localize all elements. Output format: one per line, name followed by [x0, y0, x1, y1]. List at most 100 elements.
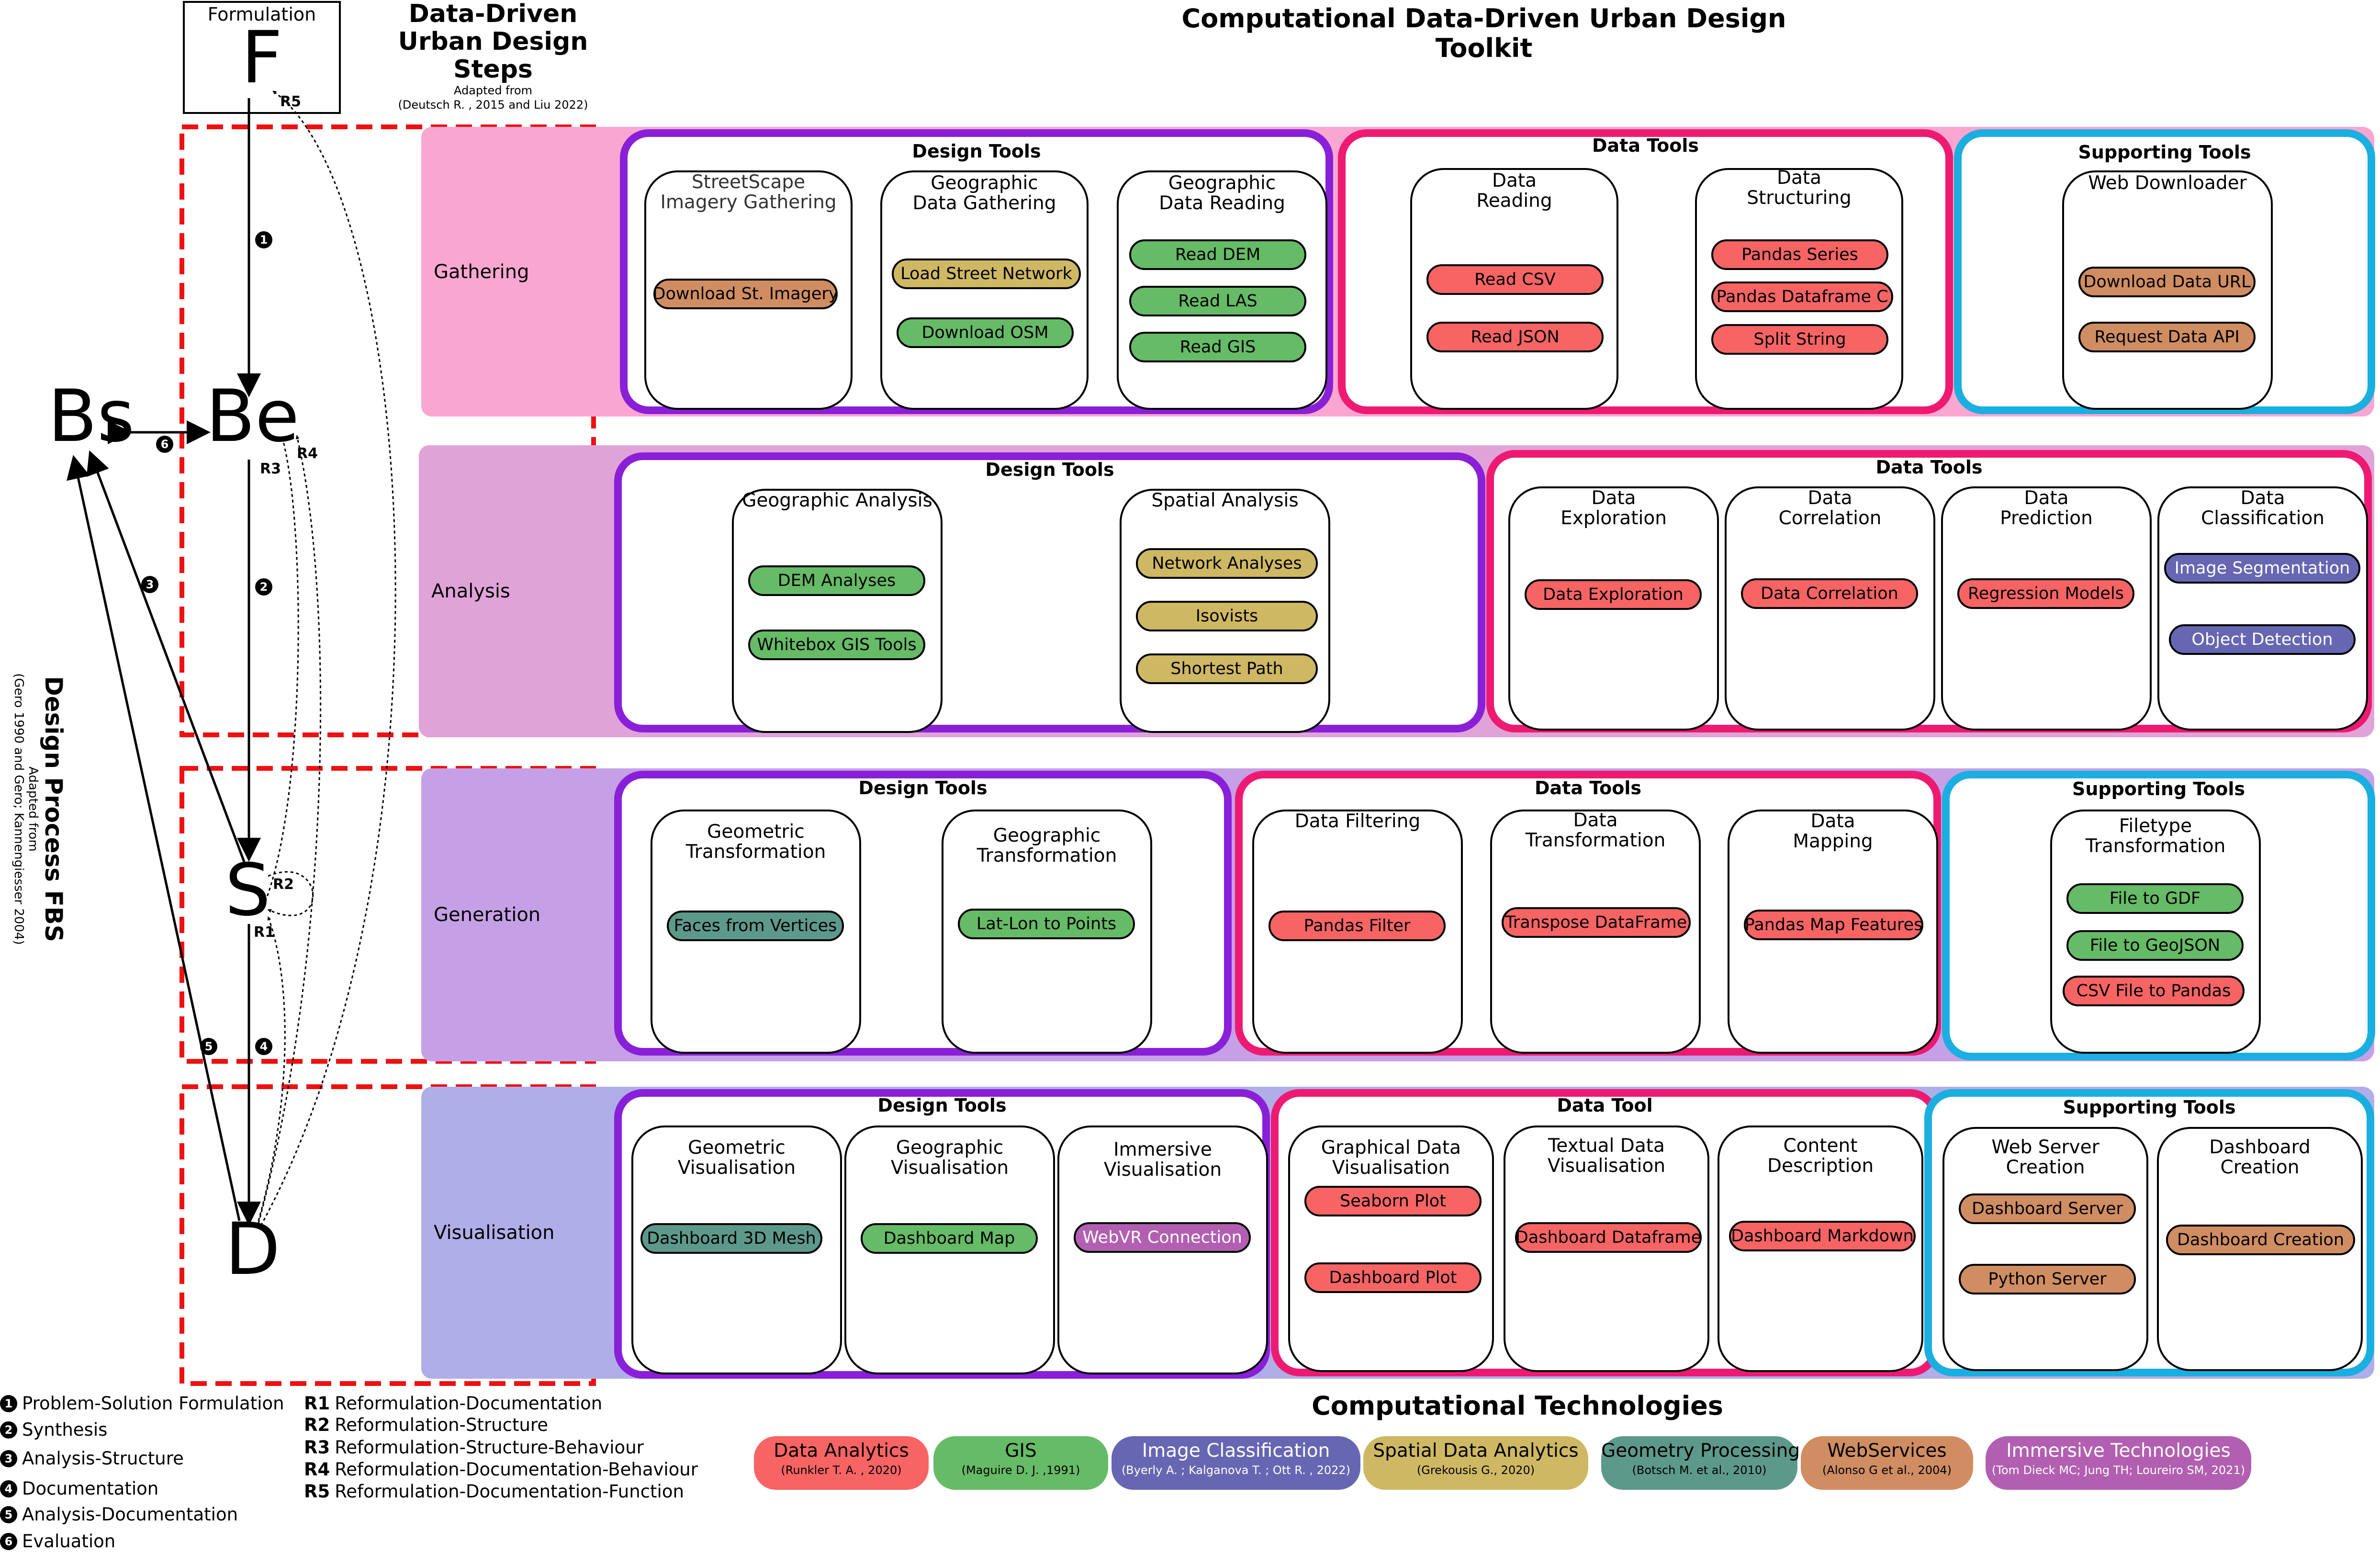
generation-label: Generation: [421, 768, 598, 1061]
card-title: Geographic Data Gathering: [912, 172, 1056, 214]
card-geographic-data-gathering: Geographic Data Gathering Load Street Ne…: [880, 170, 1089, 410]
tool-request-data-api[interactable]: Request Data API: [2078, 322, 2256, 352]
tech-name: Geometry Processing: [1601, 1440, 1800, 1462]
card-dashboard-creation: Dashboard Creation Dashboard Creation: [2157, 1127, 2363, 1371]
tool-dashboard-markdown[interactable]: Dashboard Markdown: [1729, 1221, 1916, 1251]
tech-ref: (Runkler T. A. , 2020): [781, 1463, 902, 1477]
card-title: Textual Data Visualisation: [1547, 1135, 1666, 1177]
card-title: Data Correlation: [1778, 487, 1882, 529]
card-title: Geographic Visualisation: [890, 1137, 1009, 1179]
steps-title-line1: Data-Driven: [408, 0, 578, 28]
tool-dashboard-plot[interactable]: Dashboard Plot: [1304, 1262, 1482, 1293]
tool-read-json[interactable]: Read JSON: [1426, 322, 1604, 352]
tool-file-to-geojson[interactable]: File to GeoJSON: [2066, 930, 2244, 961]
analysis-design-title: Design Tools: [985, 459, 1114, 480]
node-be: Be: [206, 375, 300, 458]
tech-name: Immersive Technologies: [2006, 1440, 2231, 1462]
tool-download-osm[interactable]: Download OSM: [897, 317, 1074, 348]
legend-r3-text: Reformulation-Structure-Behaviour: [335, 1437, 644, 1458]
tool-pandas-filter[interactable]: Pandas Filter: [1269, 911, 1446, 941]
tool-data-exploration[interactable]: Data Exploration: [1525, 579, 1702, 610]
card-data-transformation: Data Transformation Transpose DataFrame: [1490, 810, 1701, 1054]
tool-dashboard-3d-mesh[interactable]: Dashboard 3D Mesh: [640, 1223, 822, 1254]
num-3-badge: 3: [141, 576, 158, 593]
tool-dashboard-map[interactable]: Dashboard Map: [861, 1223, 1038, 1254]
tool-split-string[interactable]: Split String: [1711, 324, 1888, 355]
gathering-support-title: Supporting Tools: [2078, 142, 2251, 163]
formulation-box: Formulation F: [183, 1, 341, 114]
legend-num-6: 6: [0, 1532, 17, 1550]
card-geographic-analysis: Geographic Analysis DEM Analyses Whitebo…: [732, 489, 943, 733]
tool-image-segmentation[interactable]: Image Segmentation: [2164, 553, 2360, 584]
legend-text-4: Documentation: [22, 1478, 159, 1499]
tool-python-server[interactable]: Python Server: [1959, 1264, 2136, 1294]
tool-download-data-url[interactable]: Download Data URL: [2078, 267, 2256, 297]
tool-lat-lon-to-points[interactable]: Lat-Lon to Points: [958, 909, 1135, 939]
steps-adapted: Adapted from: [453, 84, 533, 97]
tool-read-las[interactable]: Read LAS: [1129, 286, 1306, 316]
tool-whitebox-gis[interactable]: Whitebox GIS Tools: [748, 630, 925, 660]
generation-support-title: Supporting Tools: [2072, 778, 2245, 799]
legend-r4-code: R4: [304, 1459, 330, 1480]
tool-pandas-dataframe[interactable]: Pandas Dataframe C: [1711, 281, 1893, 312]
analysis-design-tools: Design Tools Geographic Analysis DEM Ana…: [614, 452, 1485, 733]
tech-ref: (Alonso G et al., 2004): [1822, 1463, 1952, 1477]
generation-design-tools: Design Tools Geometric Transformation Fa…: [614, 771, 1232, 1056]
tool-faces-from-vertices[interactable]: Faces from Vertices: [667, 911, 844, 941]
tool-object-detection[interactable]: Object Detection: [2169, 624, 2356, 655]
legend-item-4: 4 Documentation: [0, 1478, 158, 1499]
card-title: Web Downloader: [2088, 172, 2247, 194]
num-6-badge: 6: [156, 436, 173, 453]
tool-dashboard-server[interactable]: Dashboard Server: [1959, 1193, 2136, 1224]
legend-text-3: Analysis-Structure: [22, 1448, 184, 1469]
tool-data-correlation[interactable]: Data Correlation: [1741, 578, 1918, 609]
tool-read-gis[interactable]: Read GIS: [1129, 332, 1306, 362]
tool-regression-models[interactable]: Regression Models: [1957, 578, 2134, 609]
r5-label: R5: [280, 93, 301, 110]
tool-read-dem[interactable]: Read DEM: [1129, 239, 1306, 270]
tech-ref: (Byerly A. ; Kalganova T. ; Ott R. , 202…: [1121, 1463, 1351, 1477]
generation-supporting-tools: Supporting Tools Filetype Transformation…: [1942, 771, 2375, 1060]
legend-text-5: Analysis-Documentation: [22, 1504, 238, 1525]
tool-download-st-imagery[interactable]: Download St. Imagery: [653, 279, 838, 309]
card-geometric-visualisation: Geometric Visualisation Dashboard 3D Mes…: [631, 1125, 842, 1374]
card-title: Data Filtering: [1294, 810, 1421, 832]
legend-num-3: 3: [0, 1450, 17, 1467]
card-data-mapping: Data Mapping Pandas Map Features: [1728, 810, 1938, 1054]
tech-ref: (Botsch M. et al., 2010): [1632, 1463, 1767, 1477]
tool-dem-analyses[interactable]: DEM Analyses: [748, 565, 925, 596]
legend-r1-text: Reformulation-Documentation: [335, 1393, 603, 1414]
tool-pandas-series[interactable]: Pandas Series: [1711, 239, 1888, 270]
card-textual-data-visualisation: Textual Data Visualisation Dashboard Dat…: [1504, 1125, 1709, 1372]
card-title: Data Reading: [1476, 170, 1552, 212]
tool-seaborn-plot[interactable]: Seaborn Plot: [1304, 1186, 1482, 1216]
r4-label: R4: [297, 445, 318, 462]
tool-dashboard-creation[interactable]: Dashboard Creation: [2166, 1225, 2355, 1255]
tool-network-analyses[interactable]: Network Analyses: [1136, 548, 1318, 579]
card-graphical-data-visualisation: Graphical Data Visualisation Seaborn Plo…: [1288, 1125, 1494, 1372]
tool-dashboard-dataframe[interactable]: Dashboard Dataframe: [1515, 1222, 1702, 1253]
steps-ref: (Deutsch R. , 2015 and Liu 2022): [398, 98, 588, 112]
card-title: Data Transformation: [1525, 810, 1666, 851]
tool-transpose-dataframe[interactable]: Transpose DataFrame: [1502, 907, 1691, 938]
legend-r5-code: R5: [304, 1481, 330, 1502]
step-box-gathering-analysis: [180, 124, 596, 737]
tool-webvr-connection[interactable]: WebVR Connection: [1074, 1222, 1251, 1253]
tool-load-street-network[interactable]: Load Street Network: [892, 259, 1081, 289]
fbs-vertical-ref: (Gero 1990 and Gero; Kannengiesser 2004): [11, 673, 26, 945]
card-data-correlation: Data Correlation Data Correlation: [1725, 486, 1935, 731]
card-data-classification: Data Classification Image Segmentation O…: [2157, 486, 2368, 731]
visualisation-support-title: Supporting Tools: [2063, 1097, 2236, 1118]
steps-title: Data-Driven Urban Design Steps Adapted f…: [378, 0, 608, 112]
tool-shortest-path[interactable]: Shortest Path: [1136, 653, 1318, 684]
legend-text-2: Synthesis: [22, 1419, 108, 1440]
card-data-structuring: Data Structuring Pandas Series Pandas Da…: [1695, 168, 1903, 410]
legend-item-3: 3 Analysis-Structure: [0, 1448, 184, 1469]
tech-ref: (Tom Dieck MC; Jung TH; Loureiro SM, 202…: [1991, 1463, 2245, 1477]
tool-file-to-gdf[interactable]: File to GDF: [2066, 883, 2244, 914]
tool-pandas-map-features[interactable]: Pandas Map Features: [1744, 910, 1923, 940]
tool-csv-file-to-pandas[interactable]: CSV File to Pandas: [2063, 976, 2245, 1006]
tool-read-csv[interactable]: Read CSV: [1426, 264, 1604, 295]
tool-isovists[interactable]: Isovists: [1136, 601, 1318, 631]
legend-num-4: 4: [0, 1480, 17, 1497]
